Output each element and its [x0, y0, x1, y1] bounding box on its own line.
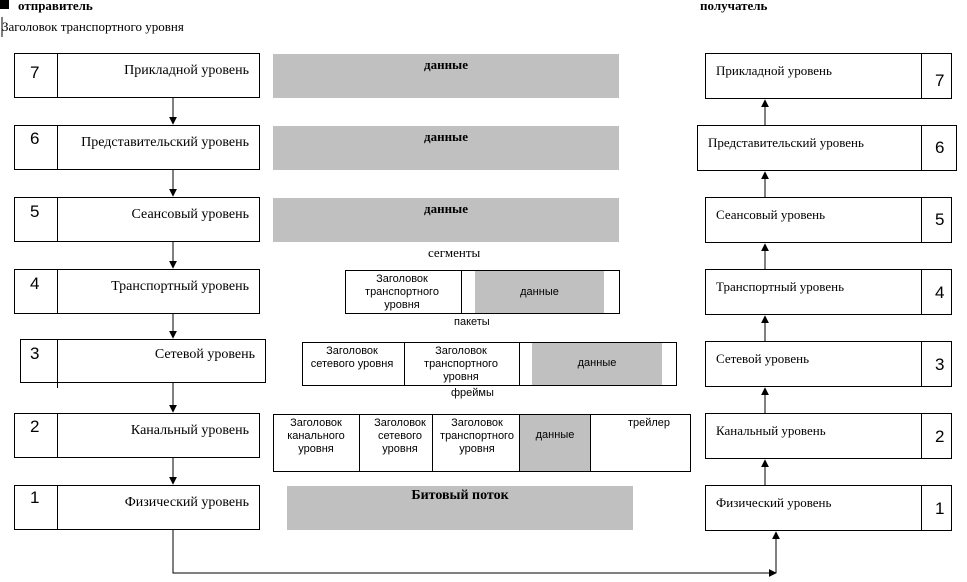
- trailer-cell: трейлер: [627, 417, 671, 429]
- bitstream-label: Битовый поток: [411, 488, 509, 503]
- layer-name: Представительский уровень: [81, 135, 249, 150]
- sender-layer-1: 1 Физический уровень: [14, 485, 260, 530]
- data-label: данные: [424, 57, 468, 72]
- network-header-cell: Заголовок сетевого уровня: [310, 345, 394, 370]
- receiver-layer-7: Прикладной уровень 7: [705, 53, 952, 99]
- divider: [921, 54, 922, 98]
- transport-header-note: Заголовок транспортного уровня: [2, 19, 184, 34]
- segments-label: сегменты: [428, 245, 481, 260]
- layer-number: 7: [30, 63, 40, 82]
- layer-name: Прикладной уровень: [124, 63, 249, 78]
- receiver-layer-5: Сеансовый уровень 5: [705, 197, 952, 243]
- layer-number: 4: [935, 283, 945, 302]
- layer-name: Сетевой уровень: [154, 347, 255, 362]
- data-label: данные: [535, 429, 575, 441]
- divider: [57, 414, 58, 457]
- layer-name: Представительский уровень: [708, 135, 864, 150]
- bitstream-block: Битовый поток: [287, 486, 633, 530]
- frames-label: фреймы: [451, 387, 494, 399]
- layer-name: Прикладной уровень: [716, 63, 832, 78]
- layer-name: Транспортный уровень: [111, 279, 249, 294]
- transport-header-cell: Заголовок транспортного уровня: [440, 417, 514, 455]
- data-label: данные: [520, 286, 559, 298]
- sender-layer-6: 6 Представительский уровень: [14, 125, 260, 170]
- divider: [57, 198, 58, 241]
- divider: [921, 198, 922, 242]
- divider: [404, 343, 405, 385]
- sender-layer-3: 3 Сетевой уровень: [20, 339, 266, 388]
- data-label: данные: [424, 129, 468, 144]
- receiver-layer-1: Физический уровень 1: [705, 485, 952, 531]
- frame-data-cell: данные: [519, 415, 591, 471]
- layer-name: Канальный уровень: [716, 423, 826, 438]
- layer-name: Канальный уровень: [130, 423, 249, 438]
- layer-name: Физический уровень: [124, 495, 249, 510]
- data-block-layer-5: данные: [273, 198, 619, 242]
- divider: [519, 343, 520, 385]
- layer-number: 6: [30, 129, 40, 148]
- divider: [921, 270, 922, 314]
- data-block-layer-6: данные: [273, 126, 619, 170]
- layer-number: 2: [30, 417, 40, 436]
- sender-layer-7: 7 Прикладной уровень: [14, 53, 260, 98]
- data-label: данные: [577, 357, 617, 369]
- layer-name: Физический уровень: [716, 495, 832, 510]
- sender-layer-4: 4 Транспортный уровень: [14, 269, 260, 314]
- layer-name: Транспортный уровень: [716, 279, 845, 294]
- receiver-header: получатель: [700, 0, 768, 13]
- data-label: данные: [424, 201, 468, 216]
- layer-number: 6: [935, 138, 945, 157]
- divider: [57, 486, 58, 529]
- layer-name: Сетевой уровень: [716, 351, 810, 366]
- layer-number: 5: [30, 202, 40, 221]
- layer-name: Сеансовый уровень: [716, 207, 826, 222]
- divider: [57, 126, 58, 169]
- layer-number: 3: [935, 355, 945, 374]
- divider: [921, 414, 922, 458]
- segment-block: Заголовок транспортного уровня данные: [345, 270, 620, 314]
- divider: [57, 54, 58, 97]
- layer-number: 5: [935, 210, 945, 229]
- divider: [921, 342, 922, 386]
- layer-number: 2: [935, 427, 945, 446]
- divider: [57, 270, 58, 313]
- divider: [921, 126, 922, 170]
- layer-number: 3: [30, 344, 40, 363]
- sender-layer-5: 5 Сеансовый уровень: [14, 197, 260, 242]
- segment-data-cell: данные: [475, 271, 604, 313]
- receiver-layer-3: Сетевой уровень 3: [705, 341, 952, 387]
- divider: [461, 271, 462, 313]
- divider: [57, 340, 58, 388]
- packet-data-cell: данные: [532, 343, 662, 385]
- layer-number: 1: [935, 499, 945, 518]
- transport-header-cell: Заголовок транспортного уровня: [365, 273, 439, 311]
- layer-name: Сеансовый уровень: [131, 207, 249, 222]
- divider: [921, 486, 922, 530]
- divider: [359, 415, 360, 471]
- data-block-layer-7: данные: [273, 54, 619, 98]
- packets-label: пакеты: [454, 316, 490, 328]
- divider: [432, 415, 433, 471]
- frame-block: Заголовок канального уровня Заголовок се…: [273, 414, 691, 472]
- receiver-layer-2: Канальный уровень 2: [705, 413, 952, 459]
- link-header-cell: Заголовок канального уровня: [287, 417, 345, 455]
- layer-number: 7: [935, 71, 945, 90]
- layer-number: 4: [30, 274, 40, 293]
- transport-header-cell: Заголовок транспортного уровня: [424, 345, 498, 383]
- receiver-layer-6: Представительский уровень 6: [697, 125, 957, 171]
- sender-layer-2: 2 Канальный уровень: [14, 413, 260, 458]
- network-header-cell: Заголовок сетевого уровня: [374, 417, 426, 455]
- layer-number: 1: [30, 488, 40, 507]
- packet-block: Заголовок сетевого уровня Заголовок тран…: [302, 342, 677, 386]
- receiver-layer-4: Транспортный уровень 4: [705, 269, 952, 315]
- sender-header: отправитель: [18, 0, 93, 13]
